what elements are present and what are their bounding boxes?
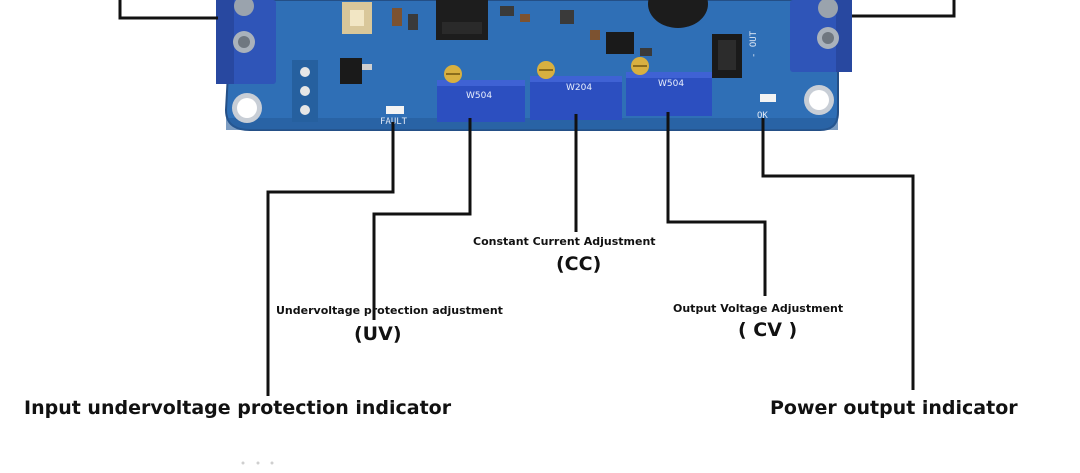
out-silkscreen: - OUT: [749, 30, 759, 58]
pot-uv-label: W504: [466, 91, 492, 101]
uv-title: Undervoltage protection adjustment: [276, 304, 503, 317]
cc-abbreviation: (CC): [556, 253, 602, 275]
potentiometer-uv: W504: [437, 65, 525, 122]
potentiometer-cc: W204: [530, 61, 622, 120]
cv-title: Output Voltage Adjustment: [673, 302, 844, 315]
tactile-switch: [342, 2, 372, 34]
ok-led: OK: [757, 94, 776, 121]
input-wire: [118, 0, 218, 20]
cc-title: Constant Current Adjustment: [473, 235, 656, 248]
leader-power-indicator: [761, 118, 915, 390]
input-undervoltage-indicator-label: Input undervoltage protection indicator: [24, 397, 452, 419]
power-output-indicator-label: Power output indicator: [770, 397, 1018, 419]
input-terminal-block: [216, 0, 276, 84]
potentiometer-cv: W504: [626, 57, 712, 116]
mounting-hole-left: [232, 93, 262, 123]
pot-cv-label: W504: [658, 79, 684, 89]
smd-components: [340, 6, 742, 84]
uv-abbreviation: (UV): [354, 323, 402, 345]
faint-mark: [241, 461, 274, 465]
pin-header: [292, 60, 318, 122]
inductor: [648, 0, 708, 28]
leader-cv: [666, 112, 767, 296]
main-ic: [436, 0, 488, 40]
pot-cc-label: W204: [566, 83, 592, 93]
leader-input-indicator: [266, 122, 395, 396]
output-terminal-block: [790, 0, 852, 72]
mounting-hole-right: [804, 85, 834, 115]
output-wire: [852, 0, 956, 18]
cv-abbreviation: ( CV ): [738, 319, 798, 341]
leader-uv: [372, 118, 472, 320]
ok-silkscreen: OK: [757, 111, 768, 121]
